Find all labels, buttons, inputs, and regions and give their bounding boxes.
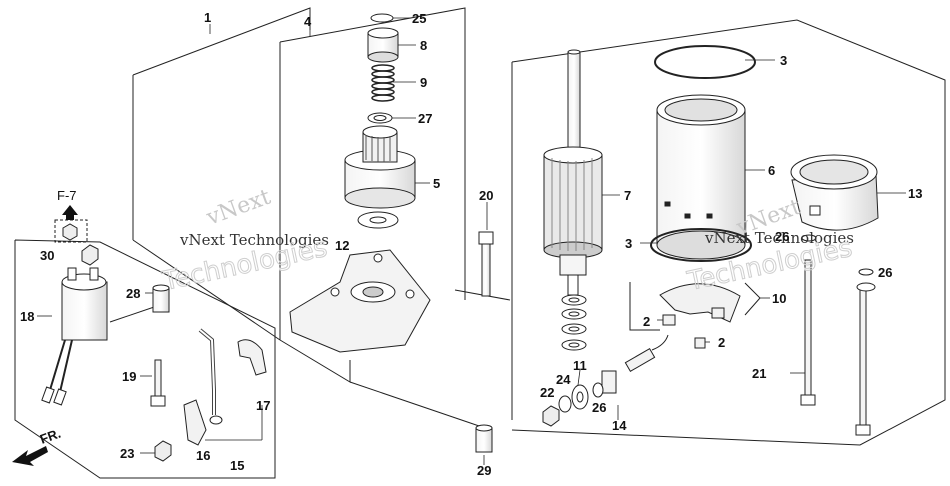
watermark-line2: vNext Technologies <box>179 231 329 249</box>
part-19-bolt <box>150 359 166 407</box>
part-27-washer <box>367 112 393 124</box>
part-17-boot <box>237 339 267 376</box>
label-10: 10 <box>772 291 786 306</box>
label-1: 1 <box>204 10 211 25</box>
part-9-spring <box>371 64 395 102</box>
label-28: 28 <box>126 286 140 301</box>
label-26-c: 26 <box>592 400 606 415</box>
label-22: 22 <box>540 385 554 400</box>
watermark-line1: vNext <box>203 185 275 231</box>
label-24: 24 <box>556 372 571 387</box>
fr-direction-arrow <box>12 446 48 466</box>
part-14-terminal <box>601 334 669 394</box>
part-12-front-cover <box>289 249 431 353</box>
assembly-frames <box>14 7 946 479</box>
part-6-yoke <box>656 94 746 260</box>
f7-ref-nut <box>54 219 88 243</box>
label-15: 15 <box>230 458 244 473</box>
part-13-rear-cover <box>790 154 879 231</box>
label-18: 18 <box>20 309 34 324</box>
label-2-a: 2 <box>643 314 650 329</box>
part-20-bolt <box>478 231 494 297</box>
label-7: 7 <box>624 188 631 203</box>
label-26-b: 26 <box>878 265 892 280</box>
part-26-washers <box>801 234 876 292</box>
ref-label-f7: F-7 <box>57 188 77 203</box>
label-14: 14 <box>612 418 627 433</box>
watermark-line2-right: vNext Technologies <box>704 229 854 247</box>
label-20: 20 <box>479 188 493 203</box>
label-11: 11 <box>573 358 587 373</box>
part-8-collar <box>367 27 399 63</box>
part-11-insulator <box>571 384 589 410</box>
direction-label-fr: FR. <box>38 426 63 447</box>
label-8: 8 <box>420 38 427 53</box>
label-25: 25 <box>412 11 426 26</box>
part-30-nut <box>81 244 99 266</box>
label-19: 19 <box>122 369 136 384</box>
label-3-top: 3 <box>780 53 787 68</box>
label-4: 4 <box>304 14 312 29</box>
brush-holder-bracket-frame <box>629 282 761 331</box>
watermark: vNext vNext Technologies Technologies vN… <box>159 185 856 298</box>
part-3-o-ring-bottom <box>650 228 752 262</box>
label-29: 29 <box>477 463 491 478</box>
label-9: 9 <box>420 75 427 90</box>
label-13: 13 <box>908 186 922 201</box>
label-2-b: 2 <box>718 335 725 350</box>
part-29-sleeve <box>475 424 493 453</box>
part-18-solenoid <box>41 267 108 406</box>
part-22-nut <box>542 405 560 427</box>
part-23-nut <box>154 440 172 462</box>
label-26-a: 26 <box>775 229 789 244</box>
label-3-bottom: 3 <box>625 236 632 251</box>
part-3-o-ring-top <box>654 45 756 79</box>
part-21-through-bolts <box>800 259 871 436</box>
part-10-brush-holder <box>659 283 741 349</box>
part-7-armature <box>543 49 603 296</box>
label-23: 23 <box>120 446 134 461</box>
part-24-washer <box>558 395 572 413</box>
label-6: 6 <box>768 163 775 178</box>
part-labels: 1 4 25 8 9 27 5 12 20 7 3 6 3 13 26 26 1… <box>20 10 922 478</box>
part-28-sleeve <box>152 284 170 313</box>
part-25-circlip <box>370 13 394 23</box>
f7-ref-arrow <box>62 205 78 220</box>
label-21: 21 <box>752 366 766 381</box>
label-27: 27 <box>418 111 432 126</box>
part-washer-under-5 <box>357 211 399 229</box>
part-16-cable <box>183 328 223 446</box>
part-5-pinion-clutch <box>344 125 416 209</box>
label-16: 16 <box>196 448 210 463</box>
label-5: 5 <box>433 176 440 191</box>
label-17: 17 <box>256 398 270 413</box>
label-30: 30 <box>40 248 54 263</box>
part-26-washer-small <box>592 382 604 398</box>
label-12: 12 <box>335 238 349 253</box>
armature-washers <box>561 294 587 351</box>
